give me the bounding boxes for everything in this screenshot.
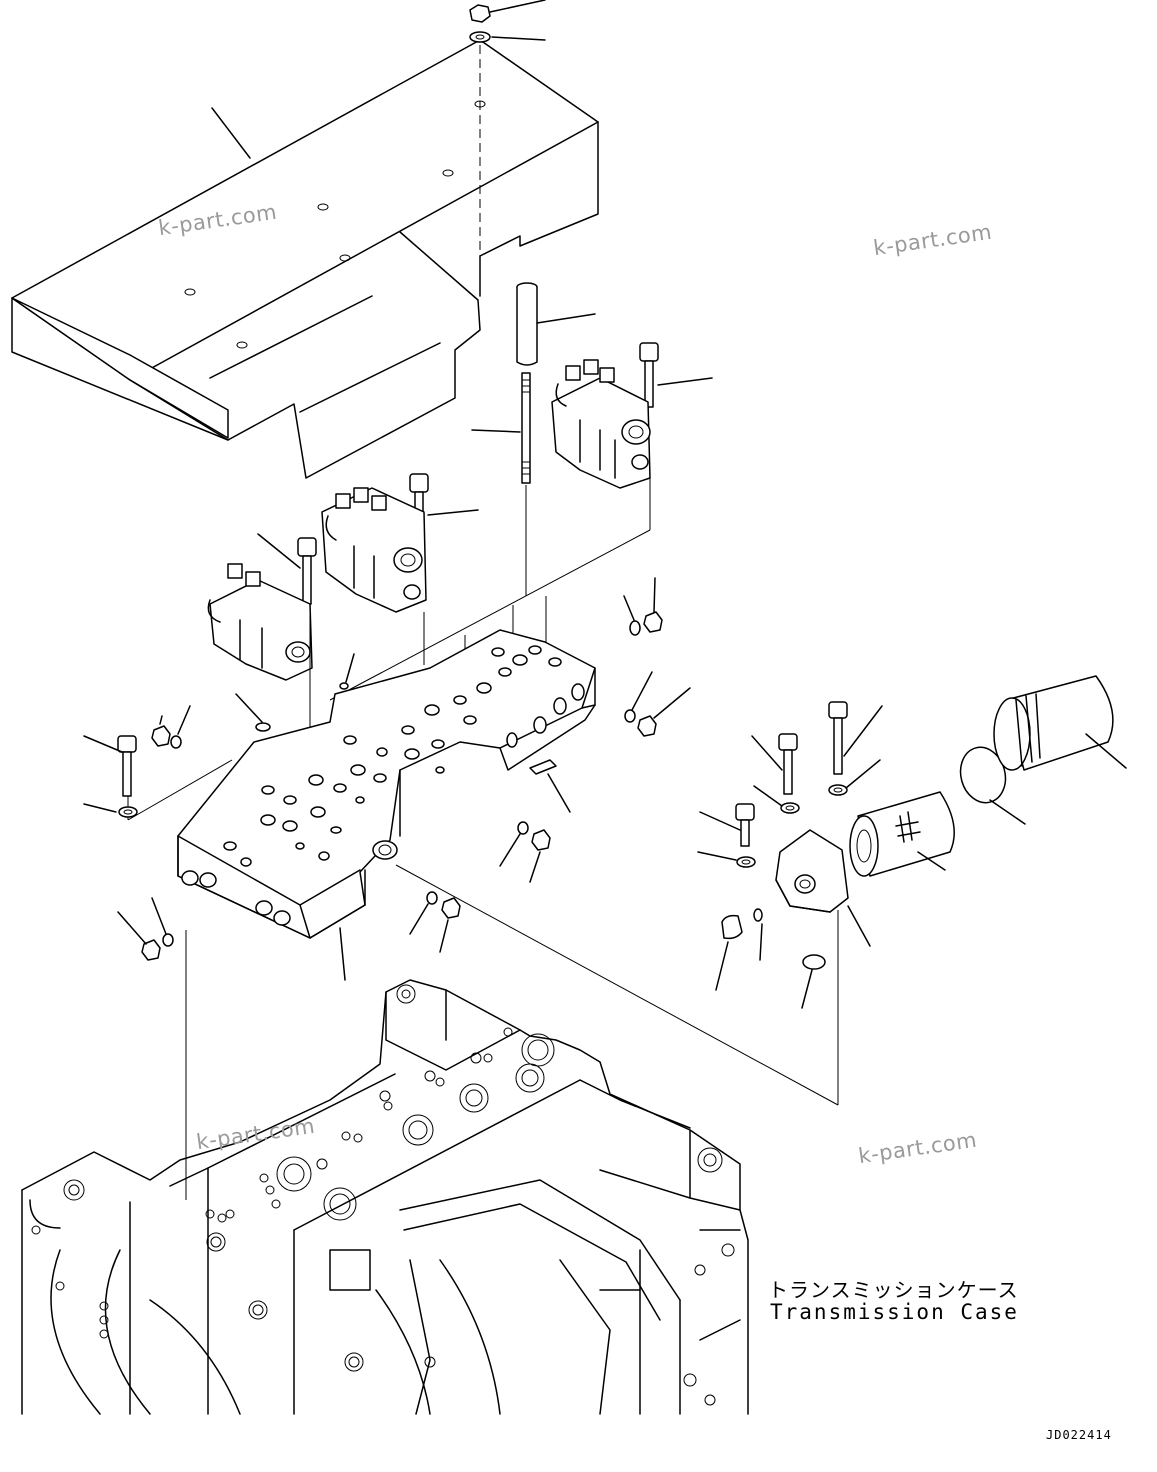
o-ring-plug-set-6 (117, 897, 174, 961)
filter-bolt-short (699, 803, 755, 847)
filter-washers (697, 759, 881, 868)
filter-case-o-ring (959, 746, 1026, 825)
o-ring-plug-set-5 (151, 705, 191, 749)
case-label-english: Transmission Case (770, 1300, 1019, 1324)
valve-cover (11, 39, 599, 479)
o-ring-plug-set-1 (623, 577, 663, 636)
bolt-valve-body (83, 735, 137, 797)
bolt-valve-right (639, 342, 713, 408)
o-ring-small (235, 653, 355, 732)
o-ring-plug-set-2 (624, 671, 691, 737)
transmission-valve-body (177, 629, 596, 981)
filter-bottom-o-ring (801, 954, 826, 1009)
valve-body-ports (223, 645, 562, 867)
filter-bolt-medium (751, 733, 798, 795)
o-ring-plug-set-4 (409, 891, 461, 953)
filter-element (849, 791, 955, 877)
transmission-case-bores (31, 984, 735, 1406)
filter-head-bracket (775, 829, 871, 947)
filter-case (993, 675, 1127, 771)
figure-code: JD022414 (1046, 1428, 1112, 1442)
filter-bolt-long (828, 701, 883, 775)
top-washer (469, 31, 546, 43)
spacer-tube (516, 282, 596, 366)
top-nut (469, 0, 546, 23)
transmission-case (21, 979, 749, 1415)
bolt-valve-left (257, 533, 317, 605)
solenoid-valve-right (551, 359, 651, 530)
solenoid-valve-middle (321, 487, 427, 613)
washer-valve-body (83, 803, 138, 818)
name-plate (529, 759, 557, 775)
filter-drain-plug (715, 908, 763, 991)
stud-bolt (471, 372, 531, 596)
o-ring-plug-set-3 (499, 821, 551, 883)
case-label-japanese: トランスミッションケース (768, 1278, 1019, 1302)
